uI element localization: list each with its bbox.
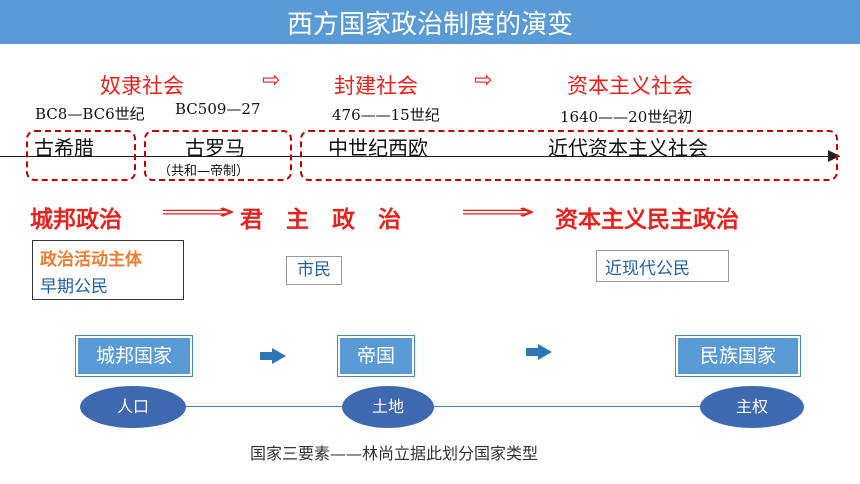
era-arrow-icon: ⇨	[474, 68, 493, 93]
state-arrow-icon	[260, 348, 286, 364]
elements-connector-line	[130, 406, 750, 407]
region-modern: 近代资本主义社会	[548, 136, 708, 160]
region-rome-note: （共和—帝制）	[158, 164, 250, 179]
era-feudal: 封建社会	[334, 74, 418, 98]
title-bar: 西方国家政治制度的演变	[0, 0, 860, 44]
state-city-state: 城邦国家	[76, 336, 192, 376]
politics-city-state: 城邦政治	[30, 207, 122, 233]
caption: 国家三要素——林尚立据此划分国家类型	[250, 444, 539, 463]
state-empire: 帝国	[338, 336, 414, 376]
region-box-greece	[26, 130, 136, 181]
timeline-axis	[0, 156, 840, 157]
state-nation: 民族国家	[676, 336, 800, 376]
region-greece: 古希腊	[34, 136, 94, 160]
subject-citizen: 市民	[286, 256, 342, 285]
period-medieval: 476——15世纪	[332, 106, 440, 124]
era-slave: 奴隶社会	[100, 74, 184, 98]
element-land: 土地	[342, 386, 434, 428]
era-arrow-icon: ⇨	[262, 68, 281, 93]
period-modern: 1640——20世纪初	[560, 108, 693, 126]
period-greece: BC8—BC6世纪	[35, 105, 145, 123]
element-sovereignty: 主权	[700, 386, 804, 428]
region-rome: 古罗马	[185, 136, 245, 160]
region-box-modern	[300, 130, 838, 181]
region-box-rome	[144, 130, 292, 181]
page-title: 西方国家政治制度的演变	[286, 10, 573, 40]
era-capitalist: 资本主义社会	[567, 74, 693, 98]
politics-arrow-icon: ⟹	[460, 200, 536, 225]
subject-label: 政治活动主体	[40, 250, 142, 270]
politics-monarchy: 君 主 政 治	[240, 207, 401, 233]
politics-arrow-icon: ⟹	[160, 200, 236, 225]
subject-modern: 近现代公民	[596, 250, 729, 282]
period-rome: BC509—27	[175, 100, 261, 118]
subject-box-early: 政治活动主体 早期公民	[32, 240, 184, 300]
region-medieval: 中世纪西欧	[328, 136, 428, 160]
subject-early: 早期公民	[40, 277, 108, 297]
element-population: 人口	[80, 386, 186, 428]
politics-democracy: 资本主义民主政治	[555, 207, 739, 233]
state-arrow-icon	[526, 344, 552, 360]
